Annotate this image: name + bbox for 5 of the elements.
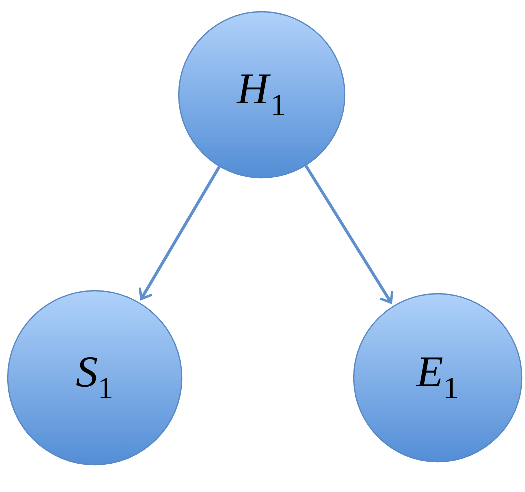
circle-node: H$_{1}$ <box>178 11 346 179</box>
circle-node: S$_{1}$ <box>7 290 183 466</box>
arrow <box>138 166 221 301</box>
arrow <box>304 165 394 304</box>
circle-node: E$_{1}$ <box>353 293 523 463</box>
